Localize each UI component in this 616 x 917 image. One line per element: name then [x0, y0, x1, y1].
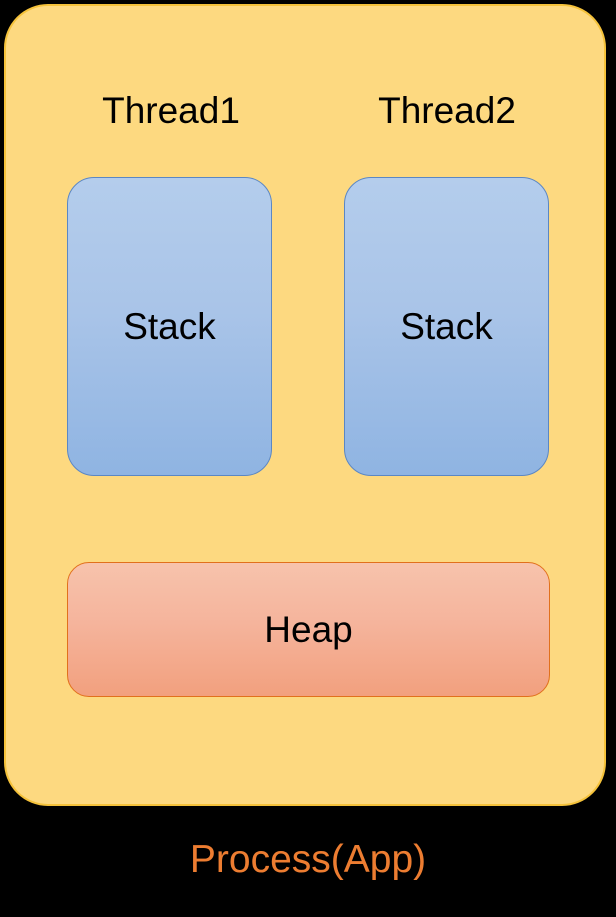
diagram-caption: Process(App) [189, 838, 427, 881]
stack-label-thread1: Stack [123, 306, 216, 347]
heap-box: Heap [67, 562, 550, 697]
stack-label-thread2: Stack [400, 306, 493, 347]
thread-label-2: Thread2 [378, 90, 516, 131]
heap-label: Heap [264, 609, 353, 650]
stack-box-thread2: Stack [344, 177, 549, 476]
stack-box-thread1: Stack [67, 177, 272, 476]
thread-label-1: Thread1 [102, 90, 240, 131]
